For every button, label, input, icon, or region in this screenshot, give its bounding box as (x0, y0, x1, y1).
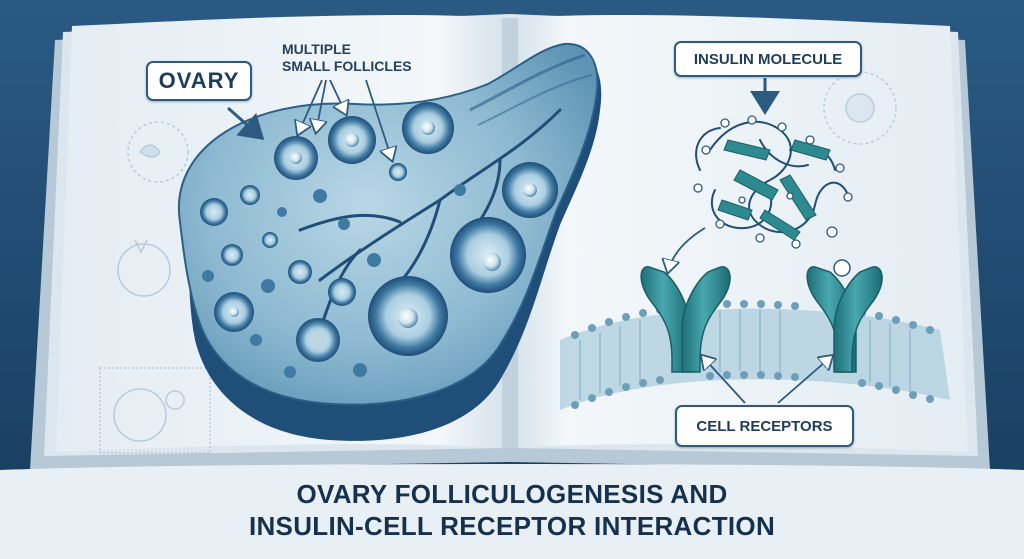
title-band (0, 464, 1024, 559)
ovary-surface (177, 42, 599, 406)
insulin-molecule (693, 115, 853, 249)
title-line2: INSULIN-CELL RECEPTOR INTERACTION (248, 511, 776, 541)
follicles-label-line1: MULTIPLE (282, 41, 351, 57)
title-line1: OVARY FOLLICULOGENESIS AND (296, 479, 728, 509)
follicles-pointer-arrows (298, 79, 392, 160)
receptor-right (806, 259, 883, 373)
follicle (262, 232, 278, 248)
binding-arrow (668, 227, 706, 272)
lipid-tails (579, 309, 911, 400)
follicles-label-line2: SMALL FOLLICLES (282, 58, 412, 74)
lipid-heads-bottom (571, 371, 934, 409)
diagram-title: OVARY FOLLICULOGENESIS AND INSULIN-CELL … (0, 478, 1024, 542)
insulin-molecule-label: INSULIN MOLECULE (674, 41, 862, 77)
follicles (200, 102, 558, 378)
ovary-label: OVARY (146, 61, 252, 101)
follicle (240, 185, 260, 205)
follicle (221, 244, 243, 266)
ovary-pointer-arrow (227, 106, 265, 140)
follicle (200, 198, 228, 226)
receptor-pointer-arrow-left (702, 356, 746, 404)
receptor-pointer-arrow-right (777, 356, 832, 404)
follicle (328, 278, 356, 306)
follicle (288, 260, 312, 284)
lipid-heads-top (571, 300, 934, 339)
follicles-label: MULTIPLE SMALL FOLLICLES (282, 41, 472, 75)
receptor-left (640, 266, 731, 373)
left-page-sketches (99, 121, 211, 454)
cell-receptors-label: CELL RECEPTORS (675, 405, 854, 447)
ovary (177, 42, 602, 441)
follicle (389, 163, 407, 181)
